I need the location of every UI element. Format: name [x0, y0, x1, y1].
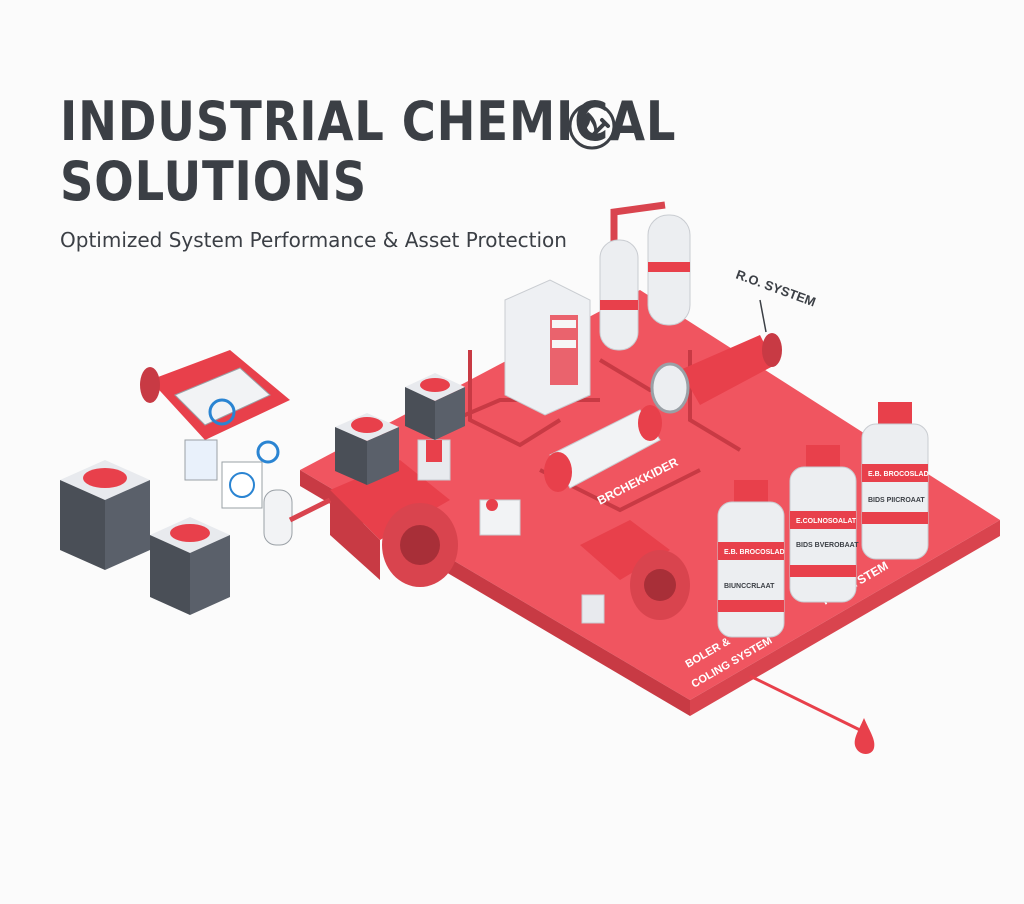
control-cabinet	[504, 279, 591, 416]
drain-line	[749, 674, 875, 754]
title-line-2: SOLUTIONS	[60, 150, 368, 213]
valve-units	[417, 439, 521, 536]
chemical-bottle: E.COLNOSOALAT BIDS BVEROBAAT	[789, 445, 859, 603]
filter-cylinder	[544, 405, 662, 492]
chemical-bottle: E.B. BROCOSLAD BIUNCCRLAAT	[717, 480, 785, 638]
bottle-1-label-bottom: BIUNCCRLAAT	[724, 583, 775, 590]
flame-wrench-icon	[568, 102, 616, 150]
storage-tanks	[599, 201, 691, 351]
bottle-3-label-top: E.B. BROCOSLAD	[868, 471, 929, 478]
title-line-1: INDUSTRIAL CHEMICAL	[60, 90, 677, 153]
bottle-3-label-mid: BIDS PIICROAAT	[868, 497, 925, 504]
cooling-units	[60, 373, 465, 615]
bottle-2-label-mid: BIDS BVEROBAAT	[796, 542, 859, 549]
small-motor	[580, 520, 690, 624]
page-subtitle: Optimized System Performance & Asset Pro…	[60, 228, 567, 252]
ro-cylinder	[650, 333, 782, 414]
ro-system-top-label: R.O. SYSTEM	[734, 267, 818, 310]
heat-exchanger	[140, 350, 332, 546]
page-title: INDUSTRIAL CHEMICAL SOLUTIONS	[60, 92, 676, 212]
bottle-2-label-top: E.COLNOSOALAT	[796, 518, 857, 525]
bottle-1-label-top: E.B. BROCOSLAD	[724, 549, 785, 556]
chemical-bottle: E.B. BROCOSLAD BIDS PIICROAAT	[861, 402, 929, 560]
